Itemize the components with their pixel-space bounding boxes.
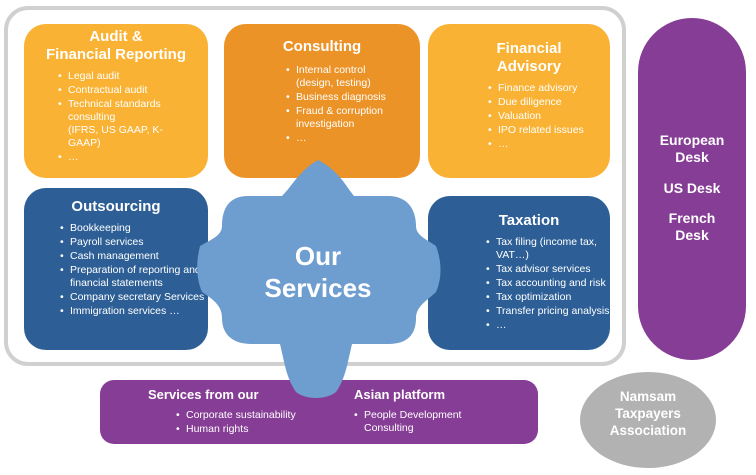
list-item: Business diagnosis [286,91,411,104]
desk-us: US Desk [663,180,721,196]
consulting-title: Consulting [282,38,362,55]
list-item: Internal control (design, testing) [286,64,411,90]
list-item: Tax advisor services [486,263,618,276]
list-item: Bookkeeping [60,222,218,235]
outsourcing-title: Outsourcing [71,198,161,215]
list-item: Company secretary Services [60,291,218,304]
financial-advisory-list: Finance advisory Due diligence Valuation… [484,82,600,151]
namsam-label: Namsam Taxpayers Association [609,389,687,438]
list-item: … [486,319,618,332]
list-item: Legal audit [58,70,188,83]
financial-advisory-box: Financial Advisory Finance advisory Due … [428,24,610,178]
list-item: People Development Consulting [354,409,504,435]
namsam-badge: Namsam Taxpayers Association [580,372,716,468]
asian-platform-box: Services from our Asian platform Corpora… [100,380,538,444]
list-item: Preparation of reporting and financial s… [60,264,218,290]
taxation-box: Taxation Tax filing (income tax, VAT…) T… [428,196,610,350]
taxation-list: Tax filing (income tax, VAT…) Tax adviso… [482,236,618,332]
list-item: Valuation [488,110,600,123]
list-item: Due diligence [488,96,600,109]
financial-advisory-title: Financial Advisory [496,40,562,75]
list-item: IPO related issues [488,124,600,137]
list-item: Human rights [176,423,296,436]
list-item: … [58,151,188,164]
list-item: Payroll services [60,236,218,249]
audit-box: Audit & Financial Reporting Legal audit … [24,24,208,178]
audit-list: Legal audit Contractual audit Technical … [54,70,188,164]
list-item: Corporate sustainability [176,409,296,422]
list-item: Cash management [60,250,218,263]
asian-platform-right-list: People Development Consulting [350,409,504,436]
consulting-list: Internal control (design, testing) Busin… [282,64,411,145]
audit-title: Audit & Financial Reporting [45,28,186,63]
list-item: Transfer pricing analysis [486,305,618,318]
list-item: Immigration services … [60,305,218,318]
list-item: Finance advisory [488,82,600,95]
asian-platform-title-right: Asian platform [354,387,446,402]
outsourcing-box: Outsourcing Bookkeeping Payroll services… [24,188,208,350]
center-title: Our Services [264,241,372,303]
taxation-title: Taxation [498,212,560,229]
list-item: Tax optimization [486,291,618,304]
asian-platform-left-list: Corporate sustainability Human rights [172,409,296,437]
list-item: Technical standards consulting (IFRS, US… [58,98,188,150]
list-item: Tax filing (income tax, VAT…) [486,236,618,262]
consulting-box: Consulting Internal control (design, tes… [224,24,420,178]
outsourcing-list: Bookkeeping Payroll services Cash manage… [56,222,218,318]
list-item: Contractual audit [58,84,188,97]
list-item: Fraud & corruption investigation [286,105,411,131]
desks-pill: European Desk US Desk French Desk [638,18,746,360]
desk-french: French Desk [668,210,716,243]
asian-platform-title-left: Services from our [148,387,259,402]
list-item: … [488,138,600,151]
desk-european: European Desk [659,132,725,165]
list-item: Tax accounting and risk [486,277,618,290]
list-item: … [286,132,411,145]
